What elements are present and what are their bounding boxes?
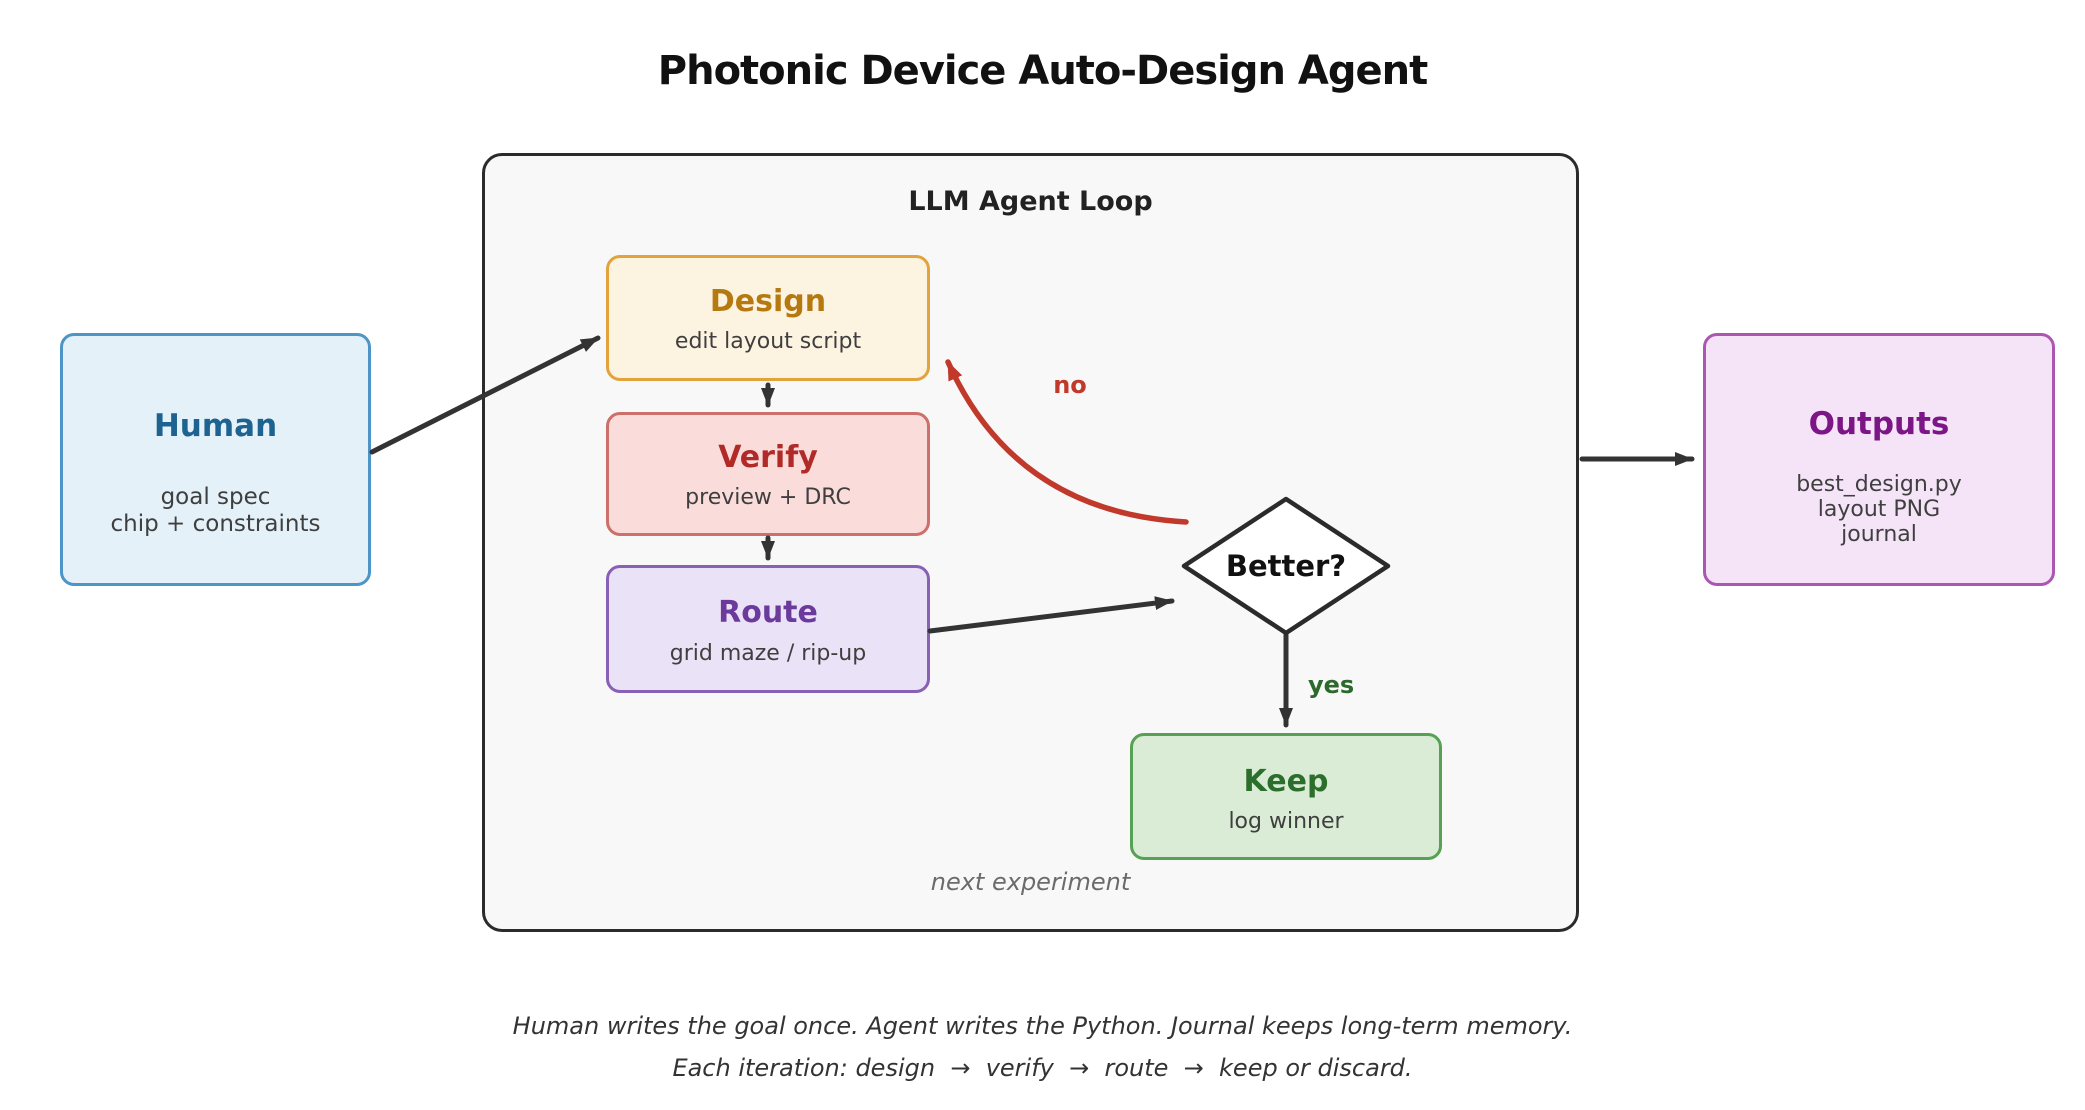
node-verify-subtitle: preview + DRC: [685, 485, 851, 510]
node-design-title: Design: [709, 284, 827, 319]
caption-line-2: Each iteration: design → verify → route …: [672, 1054, 1413, 1082]
next-experiment-note: next experiment: [930, 868, 1131, 896]
edge-label-no: no: [1053, 371, 1087, 399]
node-human-subtitle-line2: chip + constraints: [110, 511, 321, 537]
decision-label: Better?: [1225, 549, 1347, 583]
node-verify: Verify preview + DRC: [606, 412, 930, 536]
node-verify-title: Verify: [718, 440, 818, 475]
node-human-subtitle-line1: goal spec: [160, 484, 271, 510]
node-route: Route grid maze / rip-up: [606, 565, 930, 693]
node-keep: Keep log winner: [1130, 733, 1442, 860]
node-route-subtitle: grid maze / rip-up: [669, 641, 867, 666]
node-human-title: Human: [153, 408, 278, 444]
page-title: Photonic Device Auto-Design Agent: [657, 48, 1428, 94]
node-keep-title: Keep: [1243, 764, 1329, 799]
node-outputs-title: Outputs: [1808, 406, 1950, 442]
node-outputs-subtitle-line1: best_design.py: [1796, 472, 1962, 497]
llm-agent-loop-label: LLM Agent Loop: [908, 186, 1153, 217]
node-outputs-subtitle-line2: layout PNG: [1817, 497, 1941, 522]
caption-line-1: Human writes the goal once. Agent writes…: [512, 1012, 1573, 1040]
node-human-subtitle: goal spec chip + constraints: [63, 484, 368, 538]
edge-label-yes: yes: [1308, 671, 1355, 699]
node-keep-subtitle: log winner: [1228, 809, 1344, 834]
node-design-subtitle: edit layout script: [674, 329, 862, 354]
node-outputs-subtitle-line3: journal: [1841, 522, 1917, 547]
node-outputs: Outputs best_design.py layout PNG journa…: [1703, 333, 2055, 586]
node-outputs-subtitle: best_design.py layout PNG journal: [1706, 472, 2052, 547]
node-human: Human goal spec chip + constraints: [60, 333, 371, 586]
node-route-title: Route: [718, 595, 818, 630]
node-design: Design edit layout script: [606, 255, 930, 381]
